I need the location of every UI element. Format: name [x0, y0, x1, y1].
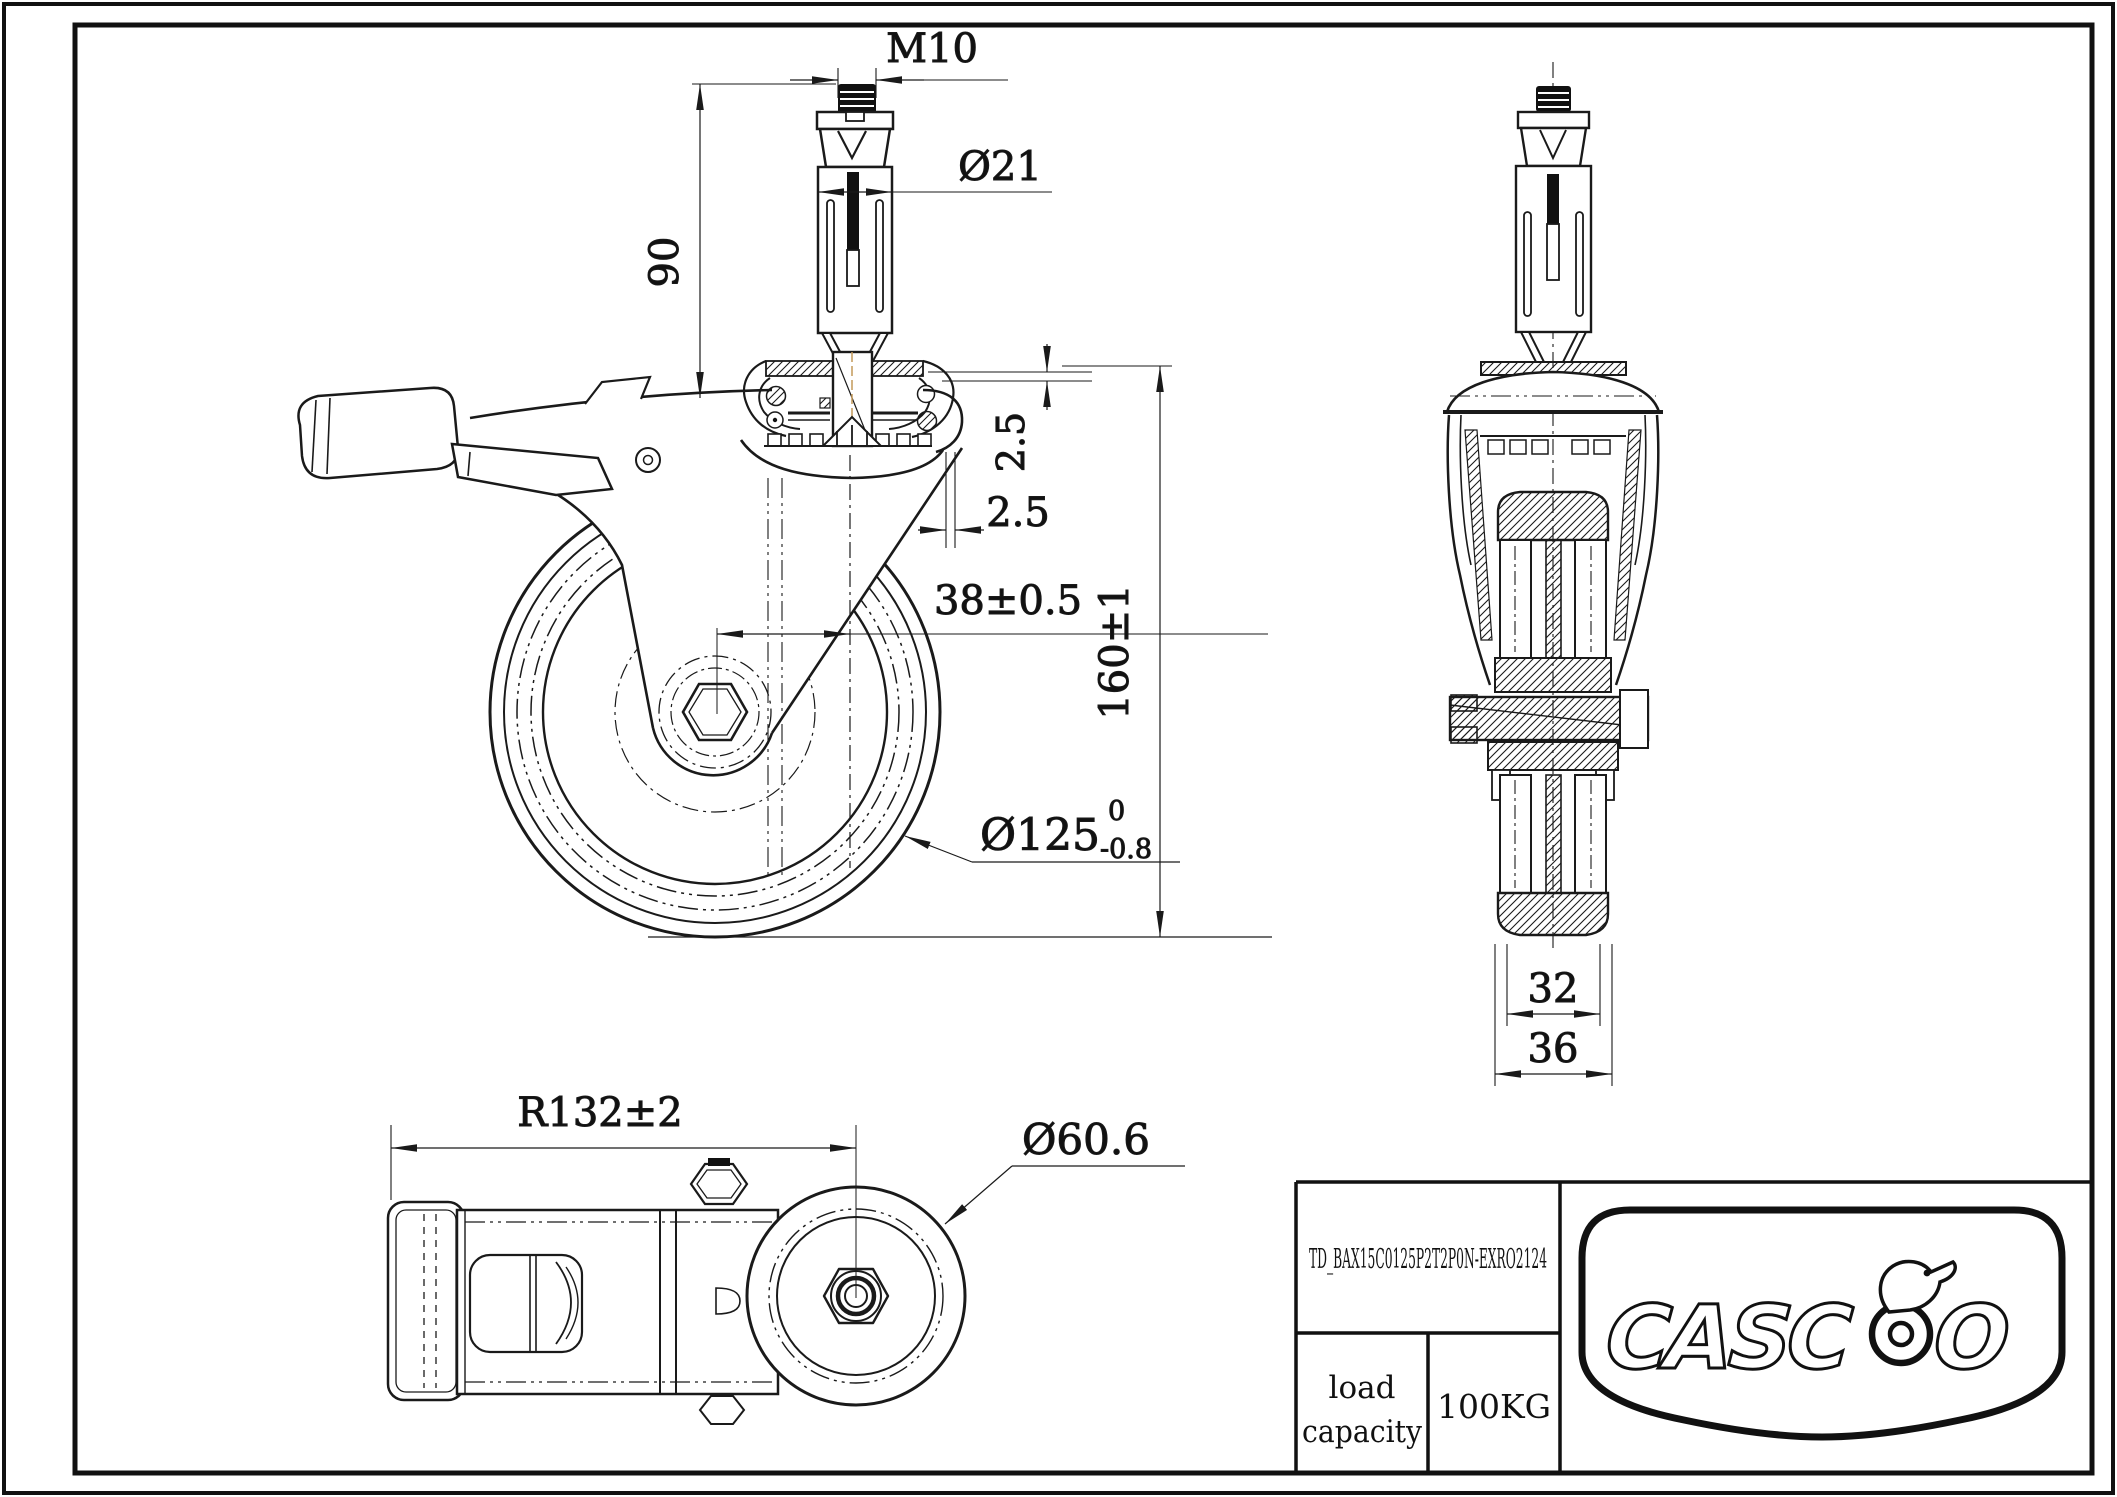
- dim-stem-diameter: Ø21: [818, 144, 1052, 196]
- front-view: [297, 84, 1272, 939]
- cascoo-text-left: CASC: [1603, 1286, 1855, 1389]
- dim-label-swivel-offset: 38±0.5: [934, 578, 1082, 624]
- plan-body: [455, 1208, 780, 1396]
- dim-stem-length: 90: [642, 83, 836, 398]
- side-dimensions: 32 36: [1494, 944, 1613, 1086]
- dim-label-m10: M10: [886, 26, 978, 72]
- dim-plate-thickness: 2.5: [928, 344, 1092, 473]
- frame-inner: [72, 22, 2095, 1476]
- dim-label-overall-height: 160±1: [1092, 584, 1138, 719]
- cascoo-text-right: O: [1931, 1286, 2010, 1389]
- dim-swivel-offset: 38±0.5: [716, 578, 1268, 714]
- part-number: TD_BAX15C0125P2T2P0N-EXRO2124: [1309, 1244, 1547, 1275]
- brake-pedal: [297, 386, 614, 497]
- dim-m10: M10: [790, 26, 1008, 98]
- fork-outline: [469, 375, 964, 777]
- dim-label-plate-thickness: 2.5: [989, 412, 1033, 472]
- bearing-ball: [916, 384, 936, 404]
- cascoo-logo: CASC O: [1578, 1206, 2066, 1441]
- side-housing: [1446, 414, 1660, 686]
- side-wheel-section: [1448, 490, 1650, 937]
- dim-overall-height: 160±1: [1062, 365, 1172, 937]
- title-block: TD_BAX15C0125P2T2P0N-EXRO2124 load capac…: [1294, 1180, 2092, 1473]
- dim-label-swivel-radius: R132±2: [517, 1090, 682, 1136]
- bearing-ball: [916, 410, 938, 432]
- dim-hub-width: 32: [1506, 944, 1601, 1026]
- expander-stem: [815, 84, 895, 362]
- side-axle: [1448, 695, 1650, 742]
- dim-label-stem-length: 90: [642, 237, 688, 288]
- load-capacity-label-line1: load: [1329, 1370, 1396, 1406]
- dim-label-plane-offset: 2.5: [986, 490, 1050, 536]
- dim-label-tread-width: 36: [1528, 1026, 1579, 1072]
- plan-axle-nuts: [689, 1158, 749, 1425]
- load-capacity-label-line2: capacity: [1302, 1414, 1422, 1450]
- axle-hex-nut: [681, 682, 749, 742]
- dim-tread-width: 36: [1494, 944, 1613, 1086]
- dim-wheel-diameter: Ø125 0 -0.8: [904, 796, 1180, 866]
- front-dimensions: M10 Ø21 90 2.5 2.5: [642, 26, 1268, 937]
- side-dome: [1443, 370, 1663, 414]
- dim-plane-offset: 2.5: [918, 452, 1050, 548]
- swivel-bearing-section: [739, 350, 964, 480]
- dim-label-wheel-diameter: Ø125: [980, 810, 1100, 861]
- bearing-ball: [765, 385, 787, 407]
- dim-label-stem-diameter: Ø21: [958, 144, 1042, 190]
- load-capacity-value: 100KG: [1437, 1387, 1551, 1426]
- dim-label-plan-diameter: Ø60.6: [1022, 1115, 1150, 1164]
- bottom-view: [386, 1158, 967, 1425]
- side-view: [1443, 62, 1663, 952]
- bottom-dimensions: R132±2 Ø60.6: [390, 1090, 1185, 1298]
- cascoo-bird-icon: [1878, 1259, 1957, 1314]
- dim-swivel-radius: R132±2: [390, 1090, 857, 1298]
- wheel-hub: [658, 655, 772, 769]
- plan-brake-pedal: [386, 1200, 466, 1402]
- cascoo-wheel-o-icon: [1868, 1301, 1934, 1367]
- dim-label-wheel-tol-lower: -0.8: [1100, 834, 1152, 865]
- plan-window: [468, 1253, 584, 1354]
- dim-label-wheel-tol-upper: 0: [1108, 796, 1125, 827]
- dim-label-hub-width: 32: [1528, 966, 1579, 1012]
- plan-detail: [715, 1287, 741, 1315]
- side-stem: [1514, 86, 1593, 363]
- dim-plan-diameter: Ø60.6: [944, 1115, 1185, 1225]
